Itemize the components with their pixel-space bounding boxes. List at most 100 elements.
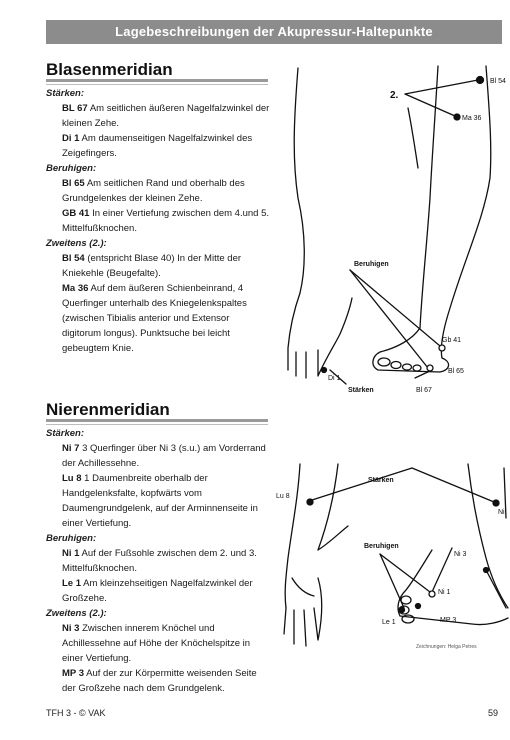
foot-outline [372, 327, 450, 373]
point-code: Ni 1 [62, 548, 80, 559]
label-ni3: Ni 3 [454, 551, 467, 558]
figure-nieren-svg: Stärken Lu 8 Ni Beruhigen Ni 3 Ni 1 MP 3… [276, 463, 509, 650]
pointer-line-ma36 [404, 93, 456, 117]
label-beruhigen: Beruhigen [364, 543, 399, 550]
heading-beruhigen: Beruhigen: [46, 533, 97, 544]
section-title-nierenmeridian: Nierenmeridian [46, 400, 170, 419]
pointer-line-bl54 [404, 79, 479, 95]
entry-di1: Di 1 Am daumenseitigen Nagelfalzwinkel d… [62, 131, 270, 161]
point-code: MP 3 [62, 668, 85, 679]
leg-outline-shin [419, 65, 439, 329]
point-code: BL 67 [62, 103, 88, 114]
toe [401, 363, 413, 371]
acupoint-ni1 [428, 590, 436, 598]
figure-blasen-svg: 2. Bl 54 Ma 36 Beruhigen Gb 41 Bl 65 Bl … [287, 65, 506, 394]
heading-beruhigen: Beruhigen: [46, 163, 97, 174]
nieren-text: Stärken: Ni 7 3 Querfinger über Ni 3 (s.… [46, 426, 270, 696]
hand-outline [287, 292, 353, 379]
section-rule-thin [46, 84, 268, 85]
pointer-line-le1 [379, 553, 405, 609]
section-rule [46, 419, 268, 422]
pointer-line-mp3 [485, 569, 507, 609]
hand-crease [291, 577, 315, 597]
point-text: Auf der zur Körpermitte weisenden Seite … [62, 668, 257, 694]
page-banner: Lagebeschreibungen der Akupressur-Haltep… [46, 20, 502, 44]
point-code: GB 41 [62, 208, 90, 219]
point-code: Ni 7 [62, 443, 80, 454]
label-ni1: Ni 1 [438, 589, 451, 596]
label-gb41: Gb 41 [442, 337, 461, 344]
point-code: Lu 8 [62, 473, 82, 484]
section-rule [46, 79, 268, 82]
label-bl67: Bl 67 [416, 387, 432, 394]
entry-gb41: GB 41 In einer Vertiefung zwischen dem 4… [62, 206, 270, 236]
entry-lu8: Lu 8 1 Daumenbreite oberhalb der Handgel… [62, 471, 270, 531]
label-mp3: MP 3 [440, 617, 456, 624]
point-text: Auf der Fußsohle zwischen dem 2. und 3. … [62, 548, 257, 574]
point-text: Am seitlichen äußeren Nagelfalzwinkel de… [62, 103, 270, 129]
arm-outline-inner [317, 463, 349, 551]
footer-page-number: 59 [488, 708, 499, 718]
leg-tibia-line [407, 107, 419, 169]
point-code: Di 1 [62, 133, 80, 144]
heading-staerken: Stärken: [46, 428, 85, 439]
label-beruhigen: Beruhigen [354, 261, 389, 268]
label-2: 2. [390, 90, 399, 101]
point-code: Ni 3 [62, 623, 80, 634]
point-text: Zwischen innerem Knöchel und Achillesseh… [62, 623, 251, 664]
toe [412, 364, 422, 372]
pointer-line-di1 [329, 369, 347, 385]
section-title-blasenmeridian: Blasenmeridian [46, 60, 173, 79]
label-lu8: Lu 8 [276, 493, 290, 500]
hand-outline [283, 577, 323, 647]
leg-outline-calf [440, 65, 492, 359]
label-staerken: Stärken [368, 477, 394, 484]
point-text: In einer Vertiefung zwischen dem 4.und 5… [62, 208, 270, 234]
point-code: Bl 65 [62, 178, 85, 189]
entry-le1: Le 1 Am kleinzehseitigen Nagelfalzwinkel… [62, 576, 270, 606]
figure-blasenmeridian: 2. Bl 54 Ma 36 Beruhigen Gb 41 Bl 65 Bl … [280, 58, 510, 398]
pointer-line-ni7 [411, 467, 495, 503]
label-bl65: Bl 65 [448, 368, 464, 375]
point-code: Le 1 [62, 578, 82, 589]
acupoint-lu8 [306, 498, 314, 506]
entry-ma36: Ma 36 Auf dem äußeren Schienbeinrand, 4 … [62, 281, 270, 356]
footer-copyright: TFH 3 - © VAK [46, 708, 106, 718]
pointer-line-gb41 [349, 269, 441, 347]
entry-ni3: Ni 3 Zwischen innerem Knöchel und Achill… [62, 621, 270, 666]
acupoint-mp3 [414, 602, 422, 610]
pointer-line-ni3 [431, 547, 453, 593]
point-text: 1 Daumenbreite oberhalb der Handgelenksf… [62, 473, 258, 529]
achilles-line [503, 467, 507, 519]
label-ni: Ni [498, 509, 505, 516]
label-bl54: Bl 54 [490, 78, 506, 85]
acupoint-le1 [398, 606, 406, 614]
entry-bl67: BL 67 Am seitlichen äußeren Nagelfalzwin… [62, 101, 270, 131]
entry-bl54: Bl 54 (entspricht Blase 40) In der Mitte… [62, 251, 270, 281]
entry-ni7: Ni 7 3 Querfinger über Ni 3 (s.u.) am Vo… [62, 441, 270, 471]
point-text: (entspricht Blase 40) In der Mitte der K… [62, 253, 242, 279]
label-le1: Le 1 [382, 619, 396, 626]
heading-zweitens: Zweitens (2.): [46, 608, 107, 619]
pointer-line-lu8 [311, 467, 413, 501]
label-di1: Di 1 [328, 375, 341, 382]
point-code: Ma 36 [62, 283, 89, 294]
heading-staerken: Stärken: [46, 88, 85, 99]
figure-nierenmeridian: Stärken Lu 8 Ni Beruhigen Ni 3 Ni 1 MP 3… [272, 458, 510, 658]
point-text: Auf dem äußeren Schienbeinrand, 4 Querfi… [62, 283, 247, 354]
blasen-text: Stärken: BL 67 Am seitlichen äußeren Nag… [46, 86, 270, 356]
point-text: 3 Querfinger über Ni 3 (s.u.) am Vorderr… [62, 443, 266, 469]
point-text: Am seitlichen Rand und oberhalb des Grun… [62, 178, 245, 204]
toe [377, 357, 391, 367]
toe [400, 595, 412, 605]
point-text: Am daumenseitigen Nagelfalzwinkel des Ze… [62, 133, 253, 159]
section-rule-thin [46, 424, 268, 425]
entry-ni1: Ni 1 Auf der Fußsohle zwischen dem 2. un… [62, 546, 270, 576]
label-ma36: Ma 36 [462, 115, 482, 122]
arm-outline-outer [284, 463, 301, 609]
toe [390, 360, 402, 370]
acupoint-gb41 [438, 344, 446, 352]
acupoint-ni3 [482, 566, 490, 574]
leg-outline-back [467, 463, 509, 609]
pointer-line-ni1 [379, 553, 431, 593]
